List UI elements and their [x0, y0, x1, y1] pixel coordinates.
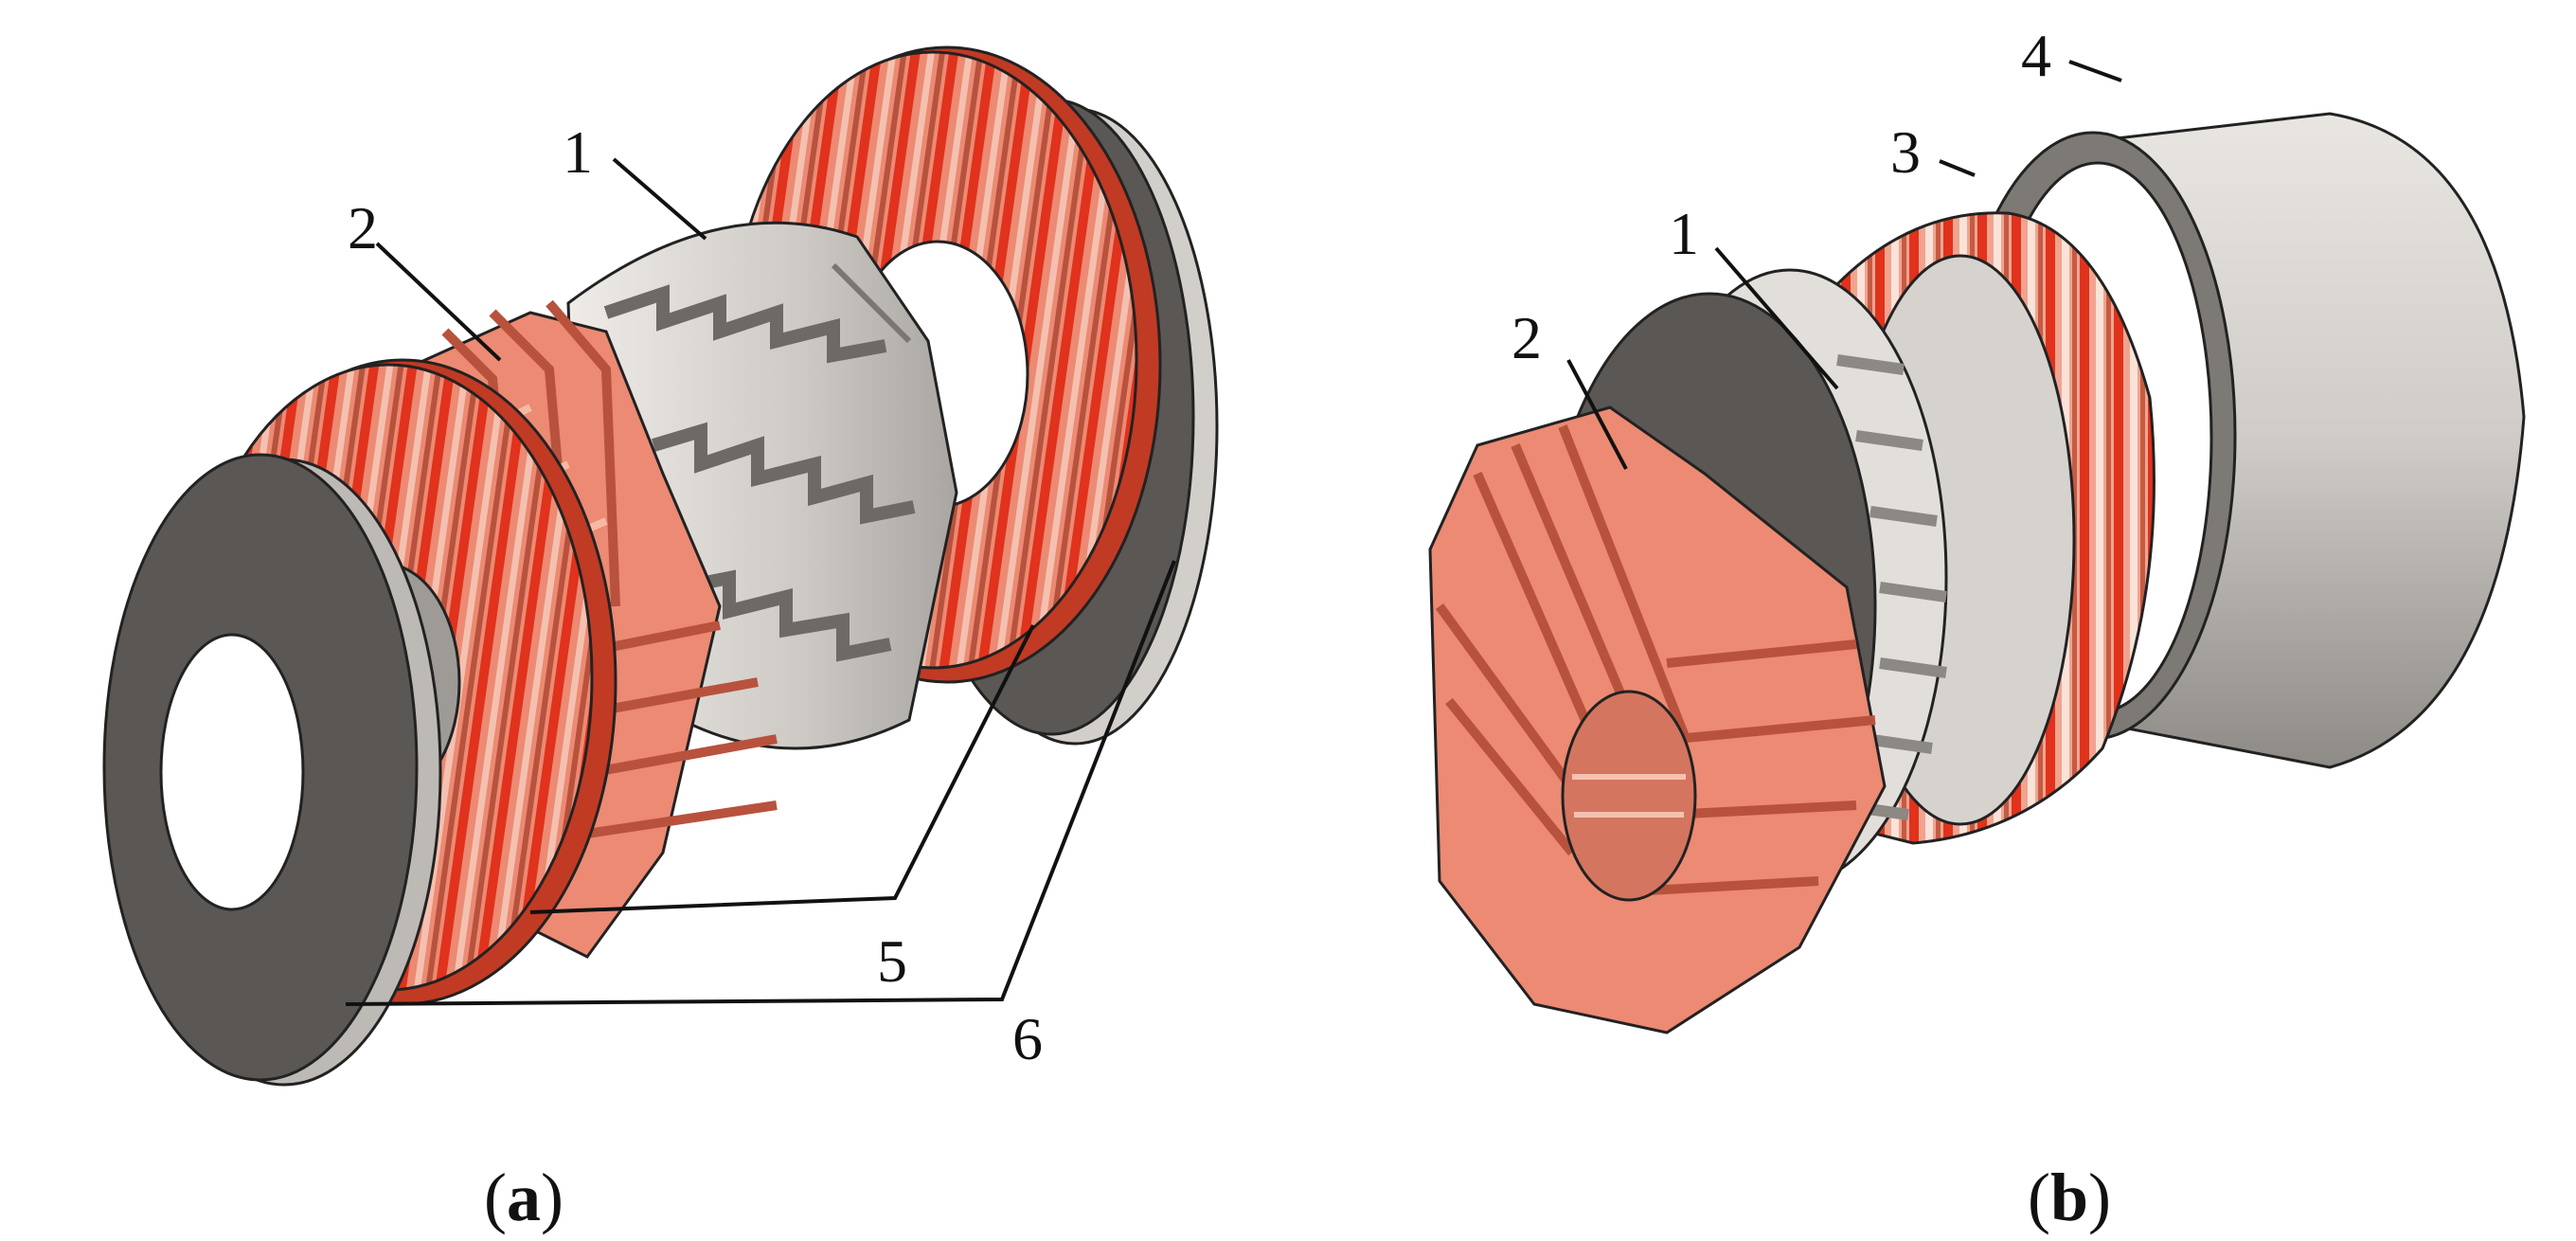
callout-1-a: 1 — [563, 118, 593, 186]
end-plate-left-a — [102, 453, 442, 1087]
copper-coils-b — [1428, 405, 1887, 1034]
callout-1-b: 1 — [1669, 200, 1699, 267]
leaders-b — [1566, 60, 2122, 470]
callout-2-a: 2 — [348, 194, 378, 261]
callout-4-b: 4 — [2021, 22, 2051, 89]
caption-a: (a) — [484, 1160, 564, 1235]
caption-b: (b) — [2028, 1160, 2111, 1235]
callout-3-b: 3 — [1890, 118, 1921, 186]
leaders-a — [345, 157, 1176, 1006]
panel-b: 4 3 1 2 (b) — [1428, 22, 2526, 1235]
callout-6-a: 6 — [1012, 1005, 1043, 1072]
panel-a: 1 2 5 6 (a) — [102, 45, 1219, 1235]
callout-2-b: 2 — [1512, 304, 1542, 371]
callout-5-a: 5 — [877, 927, 907, 995]
